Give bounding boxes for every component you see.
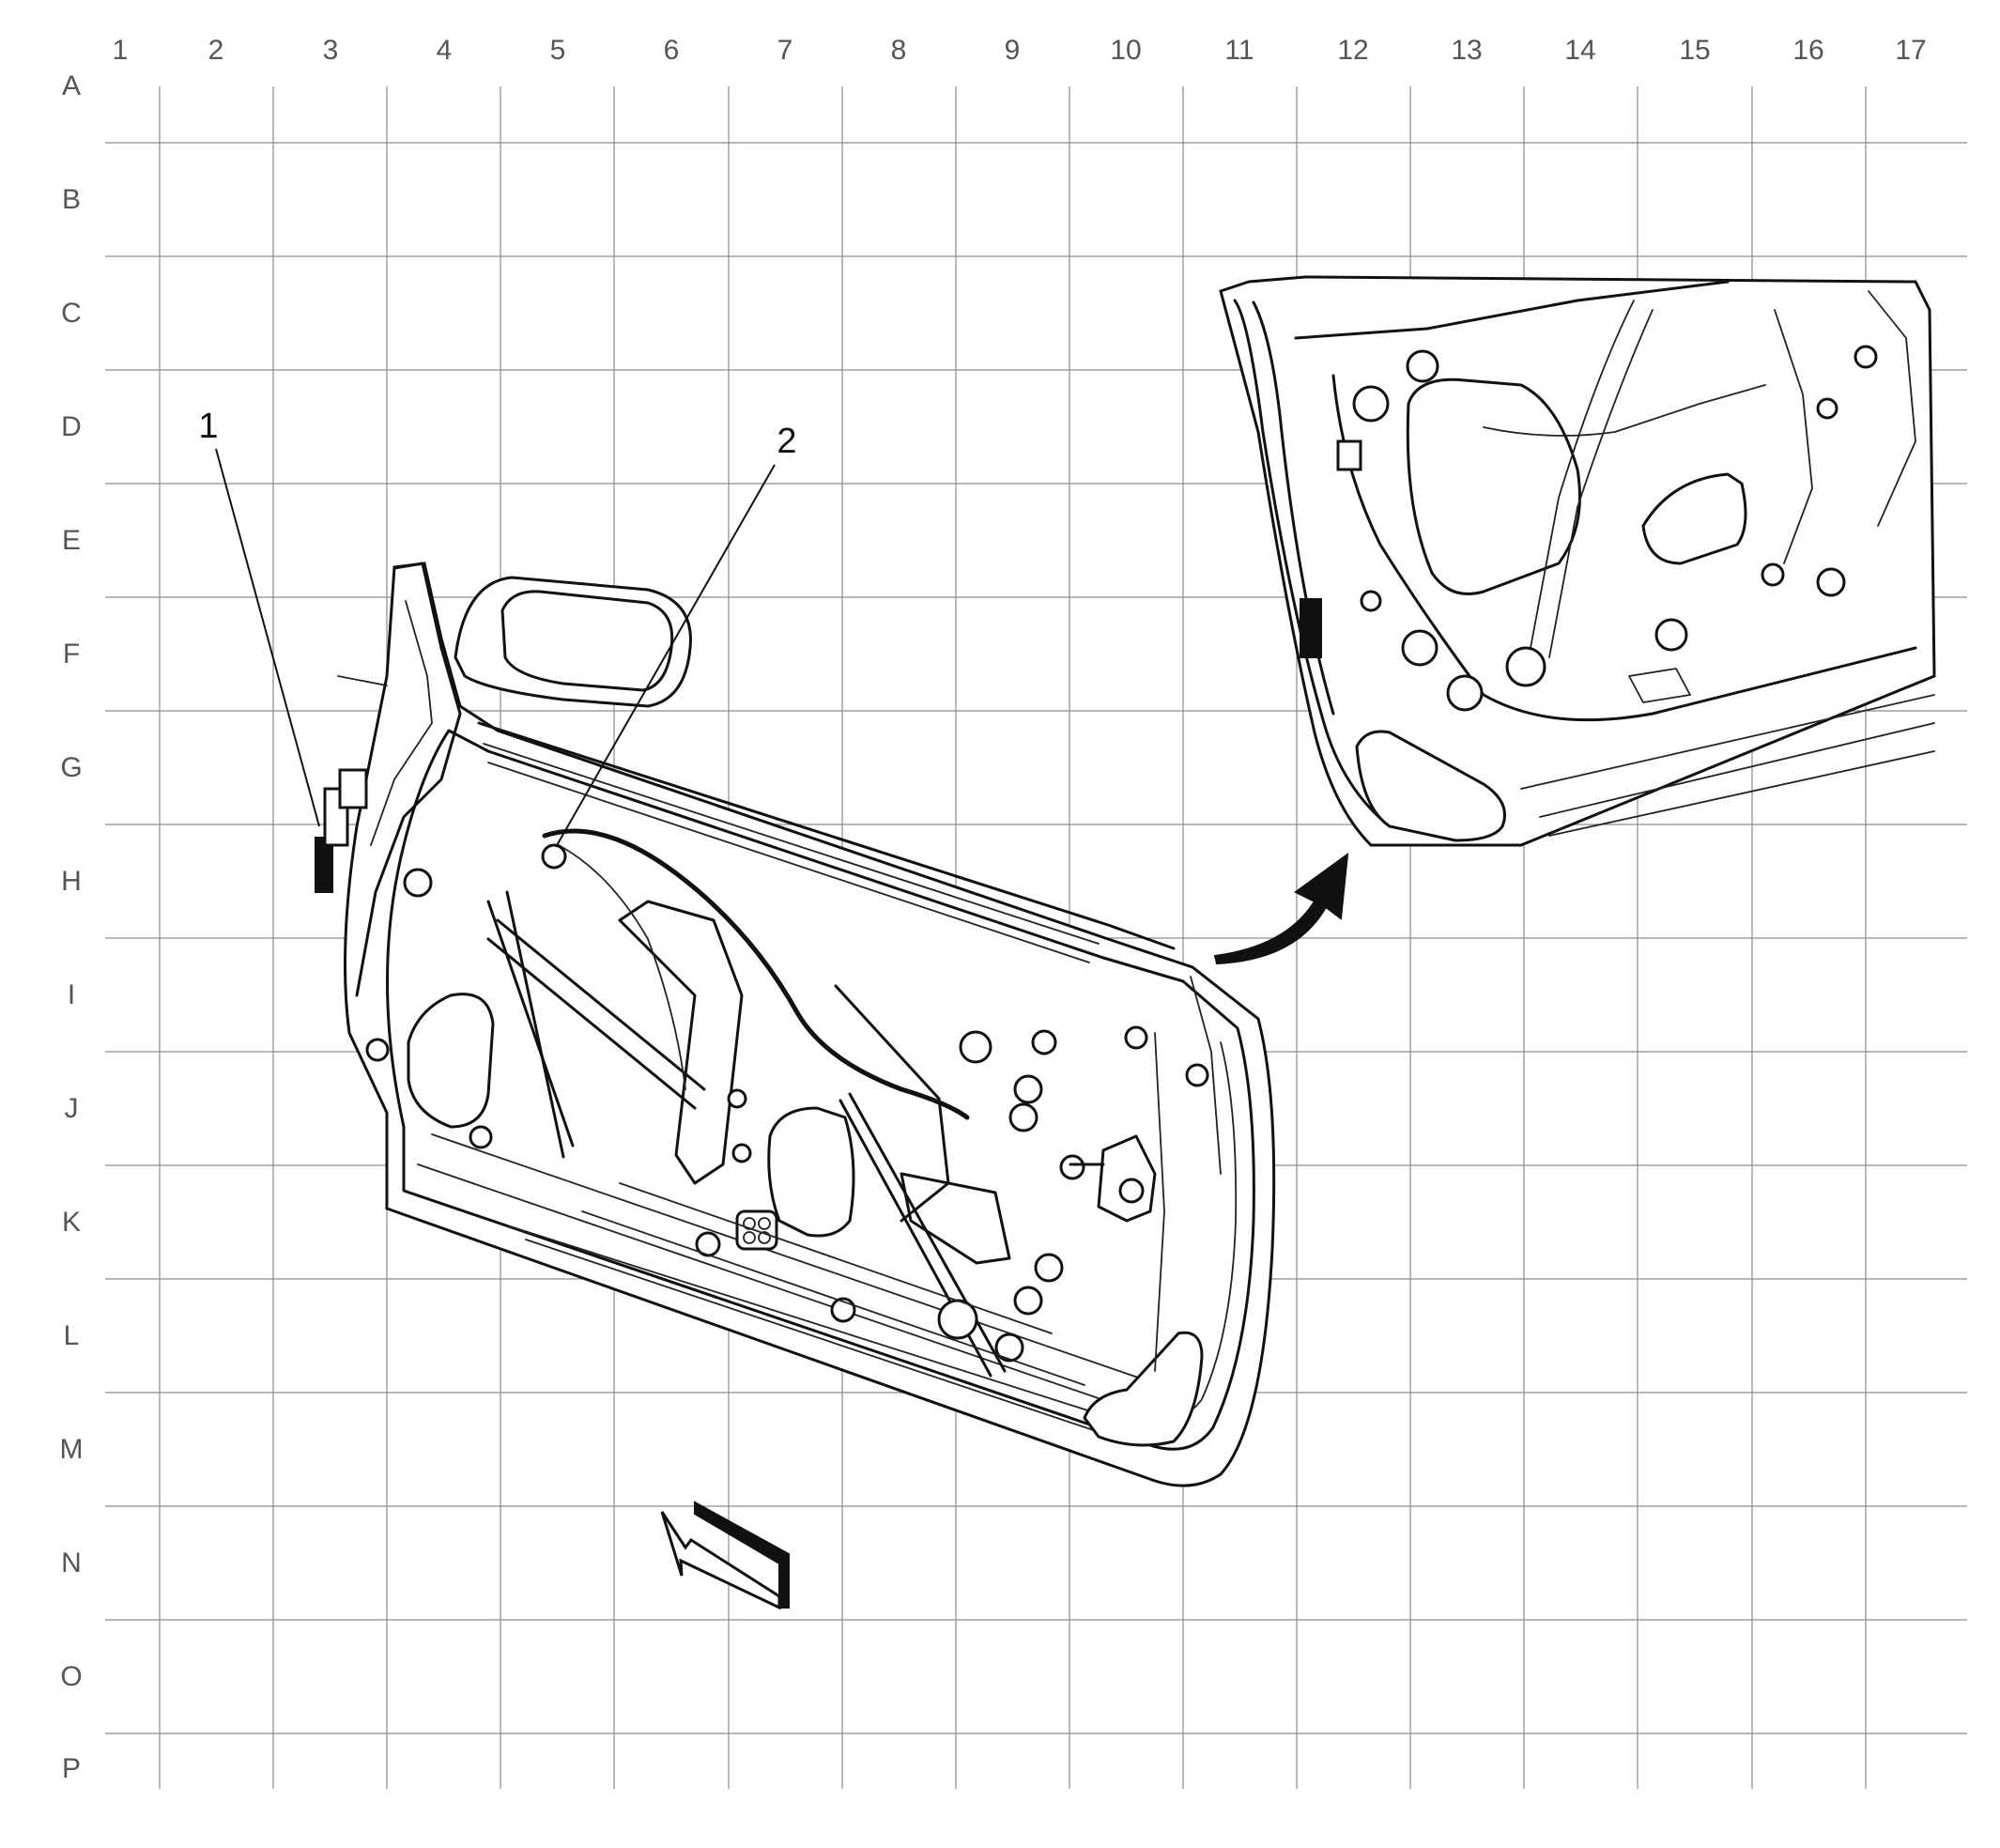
callout-1-label: 1 bbox=[198, 407, 218, 446]
col-label-16: 16 bbox=[1792, 35, 1823, 66]
speaker-cavity bbox=[407, 993, 495, 1129]
row-label-f: F bbox=[63, 639, 80, 670]
col-label-17: 17 bbox=[1895, 35, 1926, 66]
row-label-e: E bbox=[62, 525, 81, 556]
row-label-l: L bbox=[64, 1320, 80, 1351]
row-label-b: B bbox=[62, 184, 81, 215]
callout-1: 1 bbox=[198, 407, 320, 827]
rear-pocket bbox=[1083, 1331, 1204, 1447]
belt-line bbox=[477, 721, 1176, 950]
col-label-4: 4 bbox=[437, 35, 453, 66]
inset-panel bbox=[1219, 275, 1936, 847]
inset-rear-pocket bbox=[1355, 730, 1506, 842]
callout-2: 2 bbox=[555, 422, 797, 848]
access-hole-center bbox=[767, 1106, 855, 1238]
inset-access-hole-large bbox=[1406, 377, 1581, 595]
hinge-pillar bbox=[355, 562, 462, 997]
col-label-6: 6 bbox=[664, 35, 680, 66]
wire-harness bbox=[542, 828, 970, 1120]
door-outline bbox=[344, 562, 1276, 1487]
column-labels: 1 2 3 4 5 6 7 8 9 10 11 12 13 14 15 16 1… bbox=[113, 35, 1927, 66]
inset-access-hole-small bbox=[1641, 472, 1747, 565]
door-inner-panel bbox=[315, 562, 1276, 1487]
view-direction-arrow bbox=[660, 1501, 790, 1610]
col-label-8: 8 bbox=[891, 35, 907, 66]
row-label-n: N bbox=[61, 1548, 82, 1578]
mirror-glass bbox=[500, 590, 674, 692]
col-label-14: 14 bbox=[1564, 35, 1595, 66]
fastener-1 bbox=[959, 1030, 992, 1064]
row-label-o: O bbox=[60, 1661, 82, 1692]
col-label-1: 1 bbox=[113, 35, 129, 66]
col-label-15: 15 bbox=[1679, 35, 1710, 66]
row-label-i: I bbox=[68, 979, 75, 1010]
col-label-11: 11 bbox=[1224, 35, 1254, 66]
detail-inset bbox=[1219, 275, 1936, 847]
row-label-a: A bbox=[62, 70, 81, 101]
col-label-10: 10 bbox=[1110, 35, 1141, 66]
col-label-3: 3 bbox=[323, 35, 339, 66]
col-label-5: 5 bbox=[550, 35, 566, 66]
latch-module bbox=[1097, 1134, 1157, 1223]
col-label-12: 12 bbox=[1337, 35, 1368, 66]
detail-arrow bbox=[1213, 852, 1349, 965]
regulator-rail-a bbox=[486, 900, 575, 1147]
row-label-j: J bbox=[65, 1093, 79, 1124]
row-label-k: K bbox=[62, 1207, 81, 1238]
callout-2-label: 2 bbox=[777, 422, 796, 461]
row-label-h: H bbox=[61, 866, 82, 897]
row-label-c: C bbox=[61, 298, 82, 329]
row-label-g: G bbox=[60, 752, 82, 783]
col-label-2: 2 bbox=[208, 35, 224, 66]
col-label-13: 13 bbox=[1451, 35, 1482, 66]
inner-flange bbox=[386, 729, 1255, 1451]
col-label-9: 9 bbox=[1005, 35, 1021, 66]
row-label-d: D bbox=[61, 411, 82, 442]
row-label-p: P bbox=[62, 1753, 81, 1784]
inset-connector bbox=[1300, 598, 1322, 658]
row-labels: A B C D E F G H I J K L M N O P bbox=[60, 70, 84, 1784]
mirror-housing bbox=[454, 576, 692, 708]
col-label-7: 7 bbox=[777, 35, 793, 66]
regulator-rail-d bbox=[496, 918, 706, 1091]
row-label-m: M bbox=[60, 1434, 84, 1465]
regulator-rail-c bbox=[486, 937, 697, 1110]
glass-guide bbox=[618, 900, 744, 1185]
